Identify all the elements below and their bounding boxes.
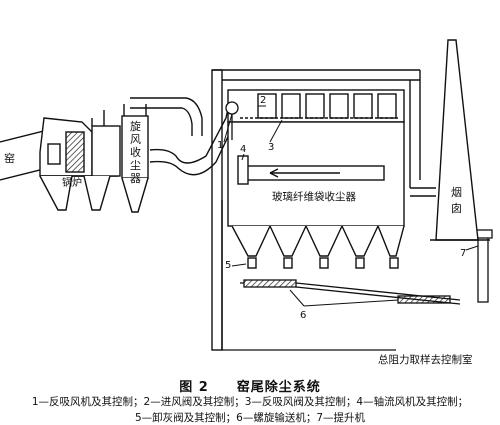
bag-filter-label: 玻璃纤维袋收尘器	[272, 190, 356, 203]
figure-title: 窑尾除尘系统	[236, 380, 321, 395]
exhaust-duct	[211, 69, 436, 351]
cyclone-char-5: 器	[130, 172, 141, 185]
number-2: 2	[260, 95, 266, 106]
screw-conveyor-shape	[240, 279, 461, 305]
number-4: 4	[240, 144, 246, 155]
figure-number: 图 2	[179, 380, 209, 395]
chimney-char-1: 烟	[451, 185, 462, 199]
cyclone-char-2: 风	[130, 133, 141, 146]
reverse-fan-shape	[225, 101, 239, 140]
chimney-label: 烟 囱	[451, 185, 462, 215]
number-3: 3	[268, 142, 274, 153]
boiler-label: 锅炉	[62, 177, 82, 189]
legend-line-2: 5—卸灰阀及其控制；6—螺旋输送机；7—提升机	[134, 412, 366, 424]
number-7: 7	[460, 248, 466, 259]
cyclone-char-4: 尘	[130, 159, 141, 172]
figure-caption: 图 2 窑尾除尘系统	[0, 376, 500, 395]
cyclone-char-3: 收	[130, 145, 141, 159]
number-5: 5	[225, 260, 231, 271]
cyclone-label: 旋 风 收 尘 器	[130, 119, 141, 185]
cyclone-char-1: 旋	[130, 119, 141, 133]
boiler-shape	[39, 110, 121, 211]
number-1: 1	[217, 140, 223, 151]
number-6: 6	[300, 310, 306, 321]
kiln-label: 窑	[4, 151, 15, 165]
leader-lines	[223, 105, 479, 307]
legend-line-1: 1—反吸风机及其控制；2—进风阀及其控制；3—反吸风阀及其控制；4—轴流风机及其…	[31, 396, 469, 408]
cyclone-shape	[121, 97, 203, 213]
sampling-room-label: 总阻力取样去控制室	[378, 353, 473, 366]
chimney-char-2: 囱	[451, 202, 462, 215]
elevator-shape	[473, 229, 493, 303]
chimney-shape	[430, 39, 490, 241]
bag-filter-shape	[227, 89, 405, 269]
